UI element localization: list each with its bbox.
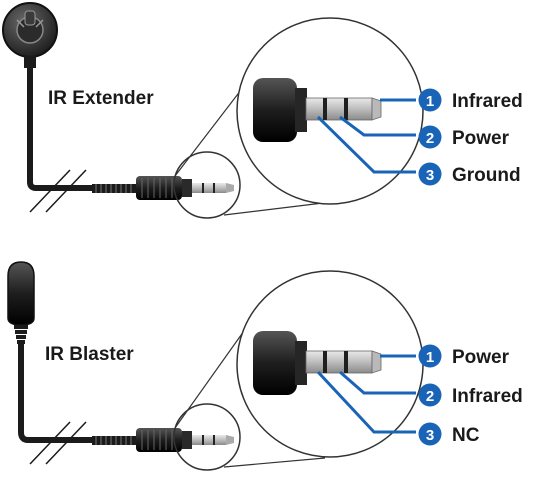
pin-label: Infrared bbox=[452, 386, 523, 407]
zoom-line-bottom bbox=[223, 202, 324, 216]
pin-label: Ground bbox=[452, 165, 521, 186]
pin-number: 3 bbox=[426, 167, 434, 184]
ir-extender-panel: IR Extender 1 Infrared 2 Power 3 Ground bbox=[2, 2, 523, 219]
extender-small-jack-icon bbox=[92, 176, 234, 200]
extender-pin-3: 3 Ground bbox=[418, 162, 521, 186]
pin-number-badge bbox=[418, 88, 442, 112]
pin-label: Infrared bbox=[452, 91, 523, 112]
pin-number: 1 bbox=[426, 349, 434, 366]
blaster-small-jack-icon bbox=[92, 428, 234, 452]
extender-pin2-line bbox=[339, 115, 416, 137]
extender-cable bbox=[27, 66, 92, 191]
pin-number-badge bbox=[418, 344, 442, 368]
pin-number: 2 bbox=[426, 388, 434, 405]
ir-extender-receiver-icon bbox=[2, 2, 58, 68]
pin-number: 2 bbox=[426, 130, 434, 147]
extender-pin-2: 2 Power bbox=[418, 125, 510, 149]
extender-pin3-line bbox=[316, 115, 416, 174]
blaster-pin-3: 3 NC bbox=[418, 422, 480, 446]
cable-break-mark bbox=[29, 169, 87, 213]
pin-number: 3 bbox=[426, 427, 434, 444]
zoom-line-bottom bbox=[223, 457, 326, 468]
pin-number: 1 bbox=[426, 93, 434, 110]
ir-blaster-emitter-icon bbox=[7, 261, 35, 344]
blaster-title: IR Blaster bbox=[45, 344, 134, 365]
pin-number-badge bbox=[418, 162, 442, 186]
pin-number-badge bbox=[418, 383, 442, 407]
pin-label: Power bbox=[452, 347, 510, 368]
blaster-cable bbox=[18, 344, 92, 443]
pin-number-badge bbox=[418, 422, 442, 446]
pin-label: Power bbox=[452, 128, 510, 149]
extender-title: IR Extender bbox=[48, 88, 154, 109]
cable-break-mark bbox=[29, 421, 87, 465]
pin-number-badge bbox=[418, 125, 442, 149]
blaster-pin2-line bbox=[339, 370, 416, 395]
blaster-pin-1: 1 Power bbox=[418, 344, 510, 368]
extender-jack-magnified-icon bbox=[253, 78, 382, 142]
zoom-source-circle bbox=[173, 151, 241, 219]
blaster-pin3-line bbox=[316, 370, 416, 434]
zoom-source-circle bbox=[173, 403, 241, 471]
blaster-jack-magnified-icon bbox=[253, 331, 382, 395]
blaster-pin-2: 2 Infrared bbox=[418, 383, 523, 407]
extender-pin-1: 1 Infrared bbox=[418, 88, 523, 112]
pin-label: NC bbox=[452, 425, 480, 446]
ir-blaster-panel: IR Blaster 1 Power 2 Infrared 3 NC bbox=[7, 261, 523, 471]
